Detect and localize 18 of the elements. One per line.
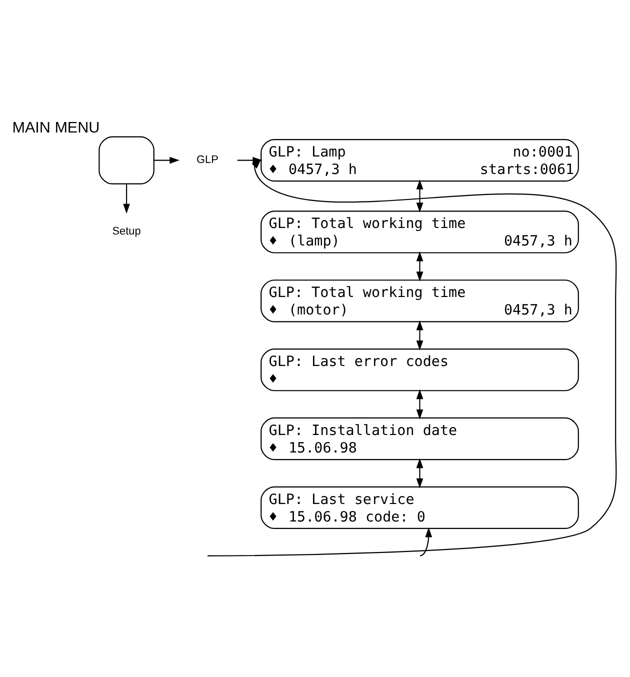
node-box: GLP: Total working time ♦ (motor) 0457,3 h [260, 280, 579, 322]
node-box: GLP: Total working time ♦ (lamp) 0457,3 h [260, 210, 579, 254]
arrow [416, 389, 424, 420]
node-text: Setup [112, 226, 141, 238]
node-box: GLP: Last service ♦ 15.06.98 code: 0 [260, 486, 579, 530]
node-label: MAIN MENU [12, 120, 100, 137]
arrow [416, 320, 424, 350]
node-text: GLP [196, 154, 218, 166]
arrow [123, 184, 130, 214]
arrow [154, 156, 180, 164]
node-box: GLP: Last error codes ♦ [260, 348, 579, 392]
arrow [416, 458, 424, 488]
arrow [416, 251, 424, 282]
node-box [98, 136, 154, 184]
node-box: GLP: Installation date ♦ 15.06.98 [260, 417, 579, 460]
arrow [420, 527, 432, 556]
node-box: GLP: Lamp no:0001 ♦ 0457,3 h starts:0061 [260, 138, 579, 182]
arrow [416, 179, 424, 213]
